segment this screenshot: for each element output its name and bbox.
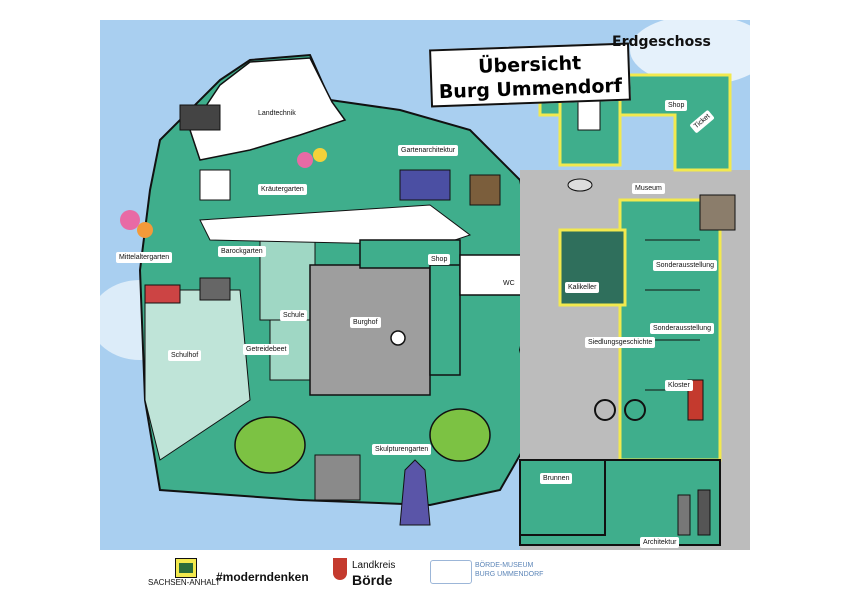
map-canvas: Übersicht Burg Ummendorf Erdgeschoss Lan…	[100, 20, 750, 550]
footer-hashtag: #moderndenken	[216, 570, 309, 584]
castle-map-illustration	[100, 20, 750, 550]
label-museum[interactable]: Museum	[632, 183, 665, 194]
footer-museum-line1: BÖRDE-MUSEUM	[475, 562, 534, 569]
label-sonderausstellung-2[interactable]: Sonderausstellung	[650, 323, 714, 334]
footer-sachsen-anhalt: SACHSEN-ANHALT	[148, 578, 221, 587]
label-schulhof[interactable]: Schulhof	[168, 350, 202, 361]
label-getreidebeet[interactable]: Getreidebeet	[243, 344, 290, 355]
label-kloster[interactable]: Kloster	[665, 380, 693, 391]
label-sonderausstellung-1[interactable]: Sonderausstellung	[653, 260, 717, 271]
label-skulpturengarten[interactable]: Skulpturengarten	[372, 444, 432, 455]
footer-museum-line2: BURG UMMENDORF	[475, 571, 544, 578]
floor-label: Erdgeschoss	[612, 34, 711, 50]
label-architektur[interactable]: Architektur	[640, 537, 680, 548]
sachsen-anhalt-logo	[175, 558, 197, 578]
label-burghof[interactable]: Burghof	[350, 317, 381, 328]
label-kalikeller[interactable]: Kalikeller	[565, 282, 600, 293]
label-schule[interactable]: Schule	[280, 310, 308, 321]
boerde-museum-logo	[430, 560, 472, 584]
map-title: Übersicht Burg Ummendorf	[429, 42, 631, 108]
label-mittelaltergarten[interactable]: Mittelaltergarten	[116, 252, 173, 263]
label-kraeutergarten[interactable]: Kräutergarten	[258, 184, 307, 195]
label-barockgarten[interactable]: Barockgarten	[218, 246, 266, 257]
footer-landkreis-line1: Landkreis	[352, 560, 396, 571]
label-shop-right[interactable]: Shop	[665, 100, 688, 111]
landkreis-crest-icon	[333, 558, 347, 580]
label-gartenarchitektur[interactable]: Gartenarchitektur	[398, 145, 459, 156]
label-shop-left[interactable]: Shop	[428, 254, 451, 265]
label-brunnen[interactable]: Brunnen	[540, 473, 573, 484]
label-siedlungsgeschichte[interactable]: Siedlungsgeschichte	[585, 337, 656, 348]
label-landtechnik[interactable]: Landtechnik	[255, 108, 299, 119]
label-wc[interactable]: WC	[500, 278, 518, 289]
footer-logos: SACHSEN-ANHALT #moderndenken Landkreis B…	[0, 552, 850, 603]
footer-landkreis-line2: Börde	[352, 572, 393, 588]
